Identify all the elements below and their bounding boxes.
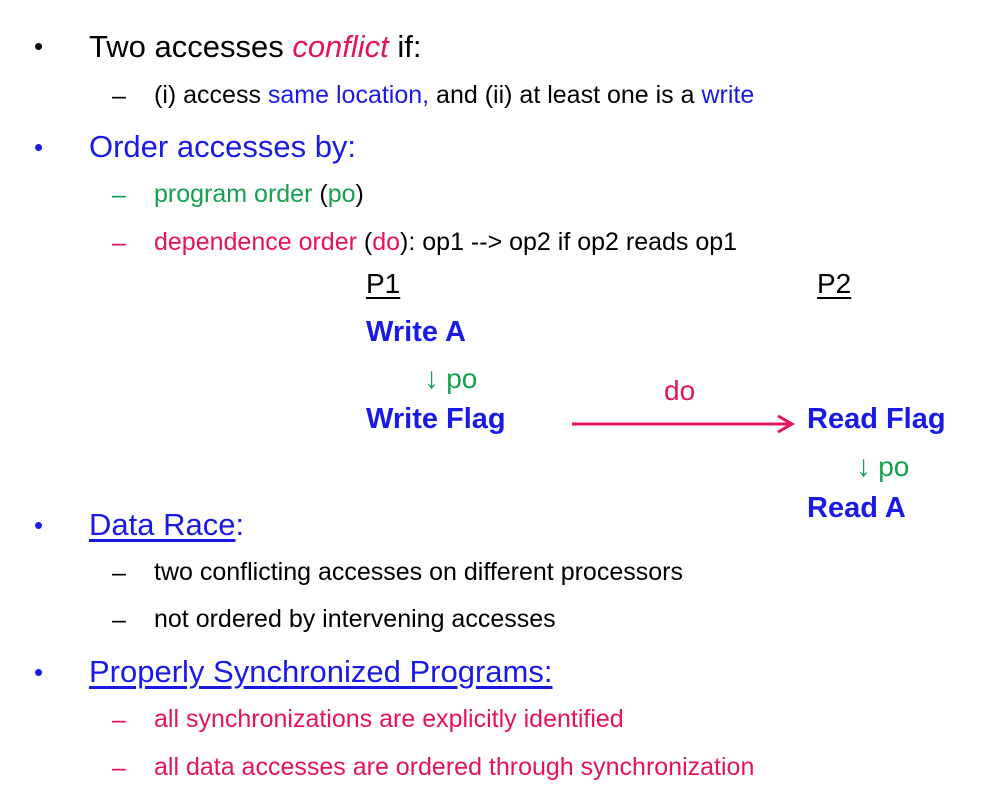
do-abbrev: do — [372, 228, 401, 256]
sub-1-1-marker: – — [112, 82, 126, 110]
sub-2-2-paren-open: ( — [356, 228, 373, 256]
sub-4-1-marker: – — [112, 706, 126, 734]
p2-read-a: Read A — [807, 492, 906, 524]
properly-synchronized-term: Properly Synchronized Programs: — [89, 654, 553, 689]
sub-1-1-a: (i) access — [154, 81, 268, 109]
sub-1-1-text: (i) access same location, and (ii) at le… — [154, 81, 754, 110]
p1-po-label: po — [446, 363, 478, 394]
data-race-term: Data Race — [89, 507, 236, 542]
sub-2-1-paren-open: ( — [312, 180, 328, 208]
bullet-1-text: Two accesses conflict if: — [89, 29, 422, 65]
p1-po-arrow: ↓ po — [424, 362, 477, 396]
do-edge-arrow — [572, 414, 796, 434]
p2-read-flag: Read Flag — [807, 403, 946, 435]
p1-write-a: Write A — [366, 316, 466, 348]
data-race-colon: : — [235, 507, 245, 542]
sub-2-1-text: program order (po) — [154, 180, 364, 209]
bullet-4-marker: • — [34, 657, 44, 687]
po-abbrev: po — [327, 180, 356, 208]
program-order-term: program order — [154, 180, 313, 208]
sub-2-2-text: dependence order (do): op1 --> op2 if op… — [154, 228, 737, 257]
bullet-2-text: Order accesses by: — [89, 129, 357, 164]
p2-po-arrow: ↓ po — [856, 450, 909, 484]
p1-write-flag: Write Flag — [366, 403, 506, 435]
down-arrow-icon: ↓ — [424, 362, 439, 395]
down-arrow-icon: ↓ — [856, 450, 871, 483]
sub-4-2-marker: – — [112, 754, 126, 782]
sub-3-2-marker: – — [112, 606, 126, 634]
same-location-term: same location, — [267, 81, 430, 109]
sub-2-2-marker: – — [112, 229, 126, 257]
sub-2-1-marker: – — [112, 181, 126, 209]
bullet-1-suffix: if: — [388, 29, 422, 64]
dependence-order-term: dependence order — [154, 228, 357, 256]
sub-1-1-c: and (ii) at least one is a — [429, 81, 702, 109]
do-edge-label: do — [664, 375, 696, 406]
bullet-2-marker: • — [34, 132, 44, 162]
p2-header: P2 — [817, 268, 852, 299]
do-edge-arrowhead-icon — [777, 414, 796, 434]
sub-3-1-marker: – — [112, 559, 126, 587]
sub-3-1-text: two conflicting accesses on different pr… — [154, 558, 683, 586]
write-term: write — [701, 81, 755, 109]
bullet-1-marker: • — [34, 31, 44, 61]
bullet-3-text: Data Race: — [89, 507, 244, 543]
p2-po-label: po — [878, 451, 910, 482]
sub-2-1-paren-close: ) — [355, 180, 364, 208]
p1-header: P1 — [366, 268, 401, 299]
bullet-4-text: Properly Synchronized Programs: — [89, 654, 552, 690]
sub-2-2-rest: ): op1 --> op2 if op2 reads op1 — [400, 228, 738, 256]
sub-3-2-text: not ordered by intervening accesses — [154, 605, 556, 633]
sub-4-1-text: all synchronizations are explicitly iden… — [154, 705, 624, 733]
bullet-3-marker: • — [34, 510, 44, 540]
conflict-term: conflict — [292, 29, 389, 64]
bullet-1-prefix: Two accesses — [89, 29, 293, 64]
sub-4-2-text: all data accesses are ordered through sy… — [154, 753, 755, 781]
